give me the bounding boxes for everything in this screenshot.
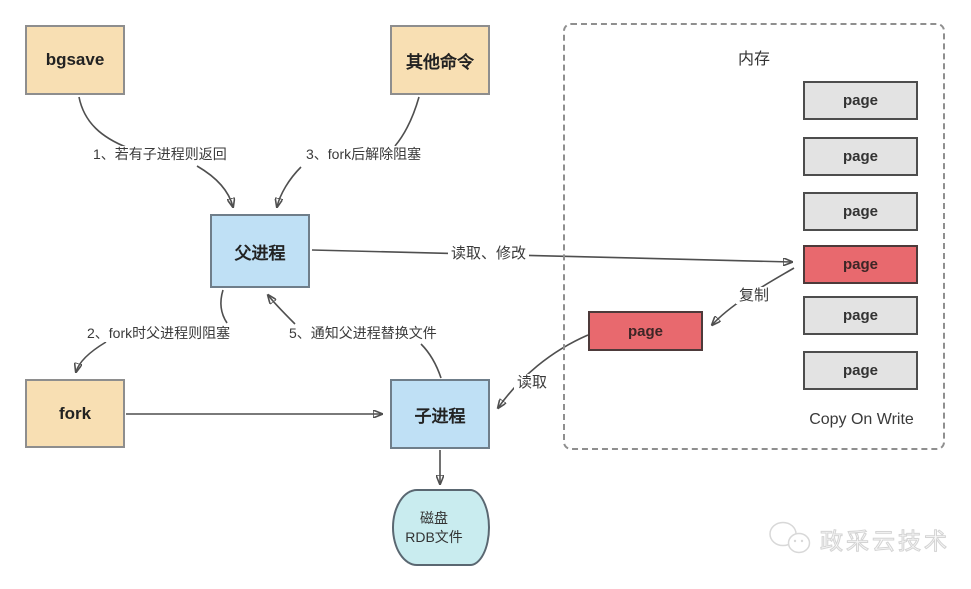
- node-parent-process-label: 父进程: [234, 243, 286, 263]
- edge-step1-to-parent: [196, 165, 233, 207]
- memory-page-6: page: [803, 351, 918, 390]
- node-bgsave: bgsave: [25, 25, 125, 95]
- edge-step2-to-fork: [76, 341, 107, 372]
- node-parent-process: 父进程: [210, 214, 310, 288]
- node-disk-cylinder: 磁盘 RDB文件: [392, 489, 491, 566]
- edge-child-to-step5: [420, 343, 442, 379]
- memory-region: 内存 page page page page page page Copy On…: [563, 23, 945, 450]
- edge-othercmd-to-step3: [394, 96, 420, 147]
- node-disk-label: 磁盘 RDB文件: [392, 489, 476, 566]
- edge-label-read-modify: 读取、修改: [448, 245, 530, 262]
- edge-label-step2: 2、fork时父进程则阻塞: [84, 325, 234, 342]
- copy-on-write-caption: Copy On Write: [809, 411, 914, 428]
- edge-parent-to-page-read-modify: [311, 249, 792, 262]
- edge-label-step1: 1、若有子进程则返回: [90, 146, 230, 163]
- wechat-icon: [769, 521, 811, 554]
- edge-parent-to-step2: [220, 289, 228, 324]
- memory-page-5: page: [803, 296, 918, 335]
- node-fork-label: fork: [58, 403, 92, 423]
- copied-page: page: [588, 311, 703, 351]
- edge-step3-to-parent: [277, 166, 302, 207]
- memory-page-4-modified: page: [803, 245, 918, 284]
- node-child-process-label: 子进程: [414, 406, 466, 426]
- node-bgsave-label: bgsave: [45, 50, 105, 69]
- memory-title: 内存: [737, 51, 770, 68]
- watermark: 政采云技术: [768, 520, 950, 558]
- memory-page-2: page: [803, 137, 918, 176]
- edge-bgsave-to-step1: [78, 96, 132, 150]
- disk-label-line1: 磁盘: [420, 509, 448, 526]
- edge-label-step3: 3、fork后解除阻塞: [303, 146, 425, 163]
- watermark-text: 政采云技术: [820, 528, 950, 555]
- disk-cylinder-body: [392, 489, 470, 566]
- node-other-commands: 其他命令: [390, 25, 490, 95]
- edge-page-read-to-child: [498, 334, 589, 408]
- edge-label-read: 读取: [514, 374, 551, 391]
- edge-label-step5: 5、通知父进程替换文件: [286, 325, 440, 342]
- memory-page-3: page: [803, 192, 918, 231]
- node-fork: fork: [25, 379, 125, 448]
- disk-label-line2: RDB文件: [405, 528, 463, 545]
- edge-label-copy: 复制: [736, 287, 773, 304]
- memory-page-1: page: [803, 81, 918, 120]
- edge-step5-to-parent: [268, 295, 296, 325]
- node-child-process: 子进程: [390, 379, 490, 449]
- node-other-commands-label: 其他命令: [406, 52, 474, 72]
